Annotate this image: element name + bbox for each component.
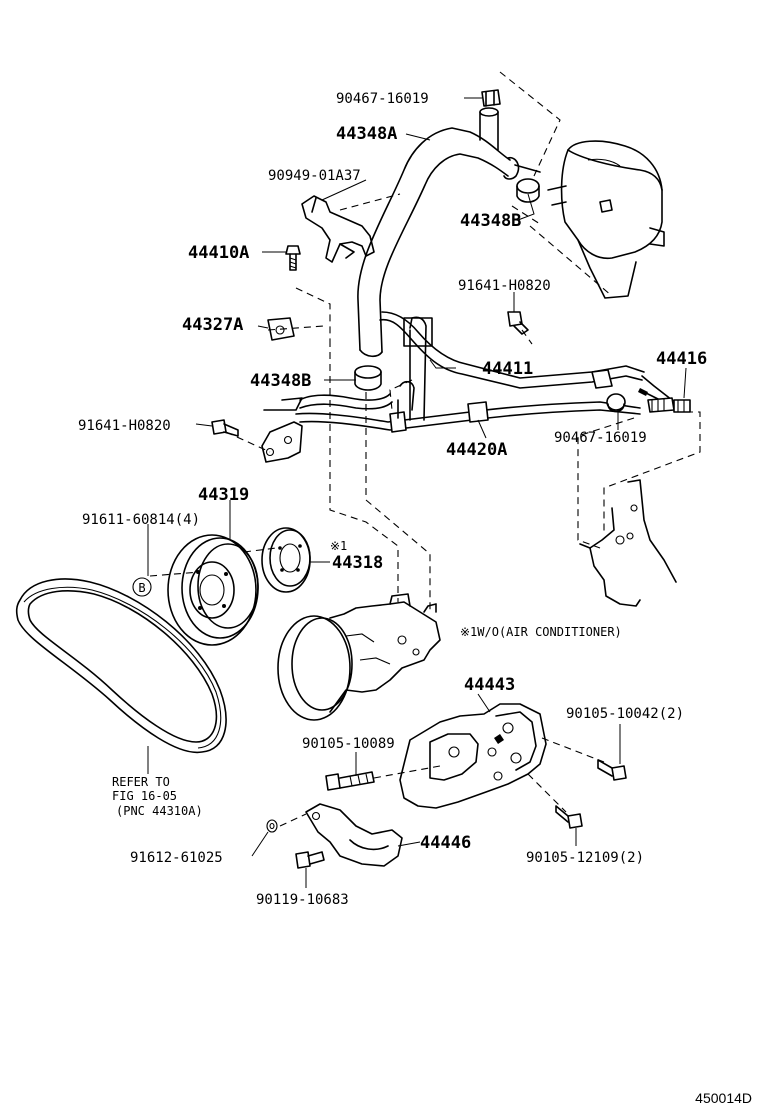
washer-91612 <box>266 819 278 833</box>
reservoir-tank-drawing <box>547 140 665 299</box>
bolt-90105-12109 <box>555 805 583 829</box>
label-44348A: 44348A <box>336 124 397 144</box>
label-90467-16019-top: 90467-16019 <box>336 91 429 107</box>
label-90119-10683: 90119-10683 <box>256 892 349 908</box>
figure-code: 450014D <box>695 1090 752 1106</box>
label-90105-10042: 90105-10042(2) <box>566 706 684 722</box>
label-91612-61025: 91612-61025 <box>130 850 223 866</box>
bolt-90105-10042 <box>597 759 627 781</box>
vane-pump-body <box>277 593 441 721</box>
label-44319: 44319 <box>198 485 249 505</box>
bolt-44410A <box>285 245 301 271</box>
label-note-mark: ※1 <box>330 539 347 553</box>
adjusting-bar-44446 <box>305 803 403 867</box>
hose-clamp-right <box>606 393 626 413</box>
union-44416 <box>638 388 691 413</box>
pump-bracket-44443 <box>399 703 547 809</box>
plate-44318 <box>261 527 311 593</box>
engine-mount-area <box>579 479 677 607</box>
hose-bracket-90949 <box>301 195 375 263</box>
label-refer-line1: REFER TO <box>112 775 170 789</box>
bolt-91641-left <box>211 419 239 437</box>
label-90105-12109: 90105-12109(2) <box>526 850 644 866</box>
part-number-labels: 90467-16019 44348A 90949-01A37 44348B 44… <box>78 91 707 908</box>
alignment-dashed-lines <box>149 71 701 827</box>
label-90105-10089: 90105-10089 <box>302 736 395 752</box>
label-90949-01A37: 90949-01A37 <box>268 168 361 184</box>
v-belt <box>15 578 227 754</box>
label-91641-H0820-right: 91641-H0820 <box>458 278 551 294</box>
label-note-text: ※1W/O(AIR CONDITIONER) <box>460 625 622 639</box>
label-90467-16019-right: 90467-16019 <box>554 430 647 446</box>
label-44416: 44416 <box>656 349 707 369</box>
bolt-91641-right <box>507 311 529 335</box>
label-refer-line2: FIG 16-05 <box>112 789 177 803</box>
bolt-90119-10683 <box>295 851 325 869</box>
label-44411: 44411 <box>482 359 533 379</box>
label-91611-60814: 91611-60814(4) <box>82 512 200 528</box>
label-refer-line3: (PNC 44310A) <box>116 804 203 818</box>
label-44348B-top: 44348B <box>460 211 521 231</box>
hose-clamp-44348B-mid <box>354 365 382 391</box>
label-91641-H0820-left: 91641-H0820 <box>78 418 171 434</box>
label-44443: 44443 <box>464 675 515 695</box>
label-44420A: 44420A <box>446 440 507 460</box>
callout-b-circle: B <box>132 577 152 597</box>
label-44318: 44318 <box>332 553 383 573</box>
label-44327A: 44327A <box>182 315 243 335</box>
callout-b-label: B <box>138 581 145 595</box>
label-44446: 44446 <box>420 833 471 853</box>
pulley-44319 <box>167 534 259 646</box>
label-44348B-mid: 44348B <box>250 371 311 391</box>
return-hose-44348A <box>357 107 520 358</box>
bolt-90105-10089 <box>325 771 375 791</box>
leader-lines <box>147 97 687 888</box>
hose-clamp-top <box>481 89 501 107</box>
label-44410A: 44410A <box>188 243 249 263</box>
pressure-tube-assembly <box>261 311 685 463</box>
